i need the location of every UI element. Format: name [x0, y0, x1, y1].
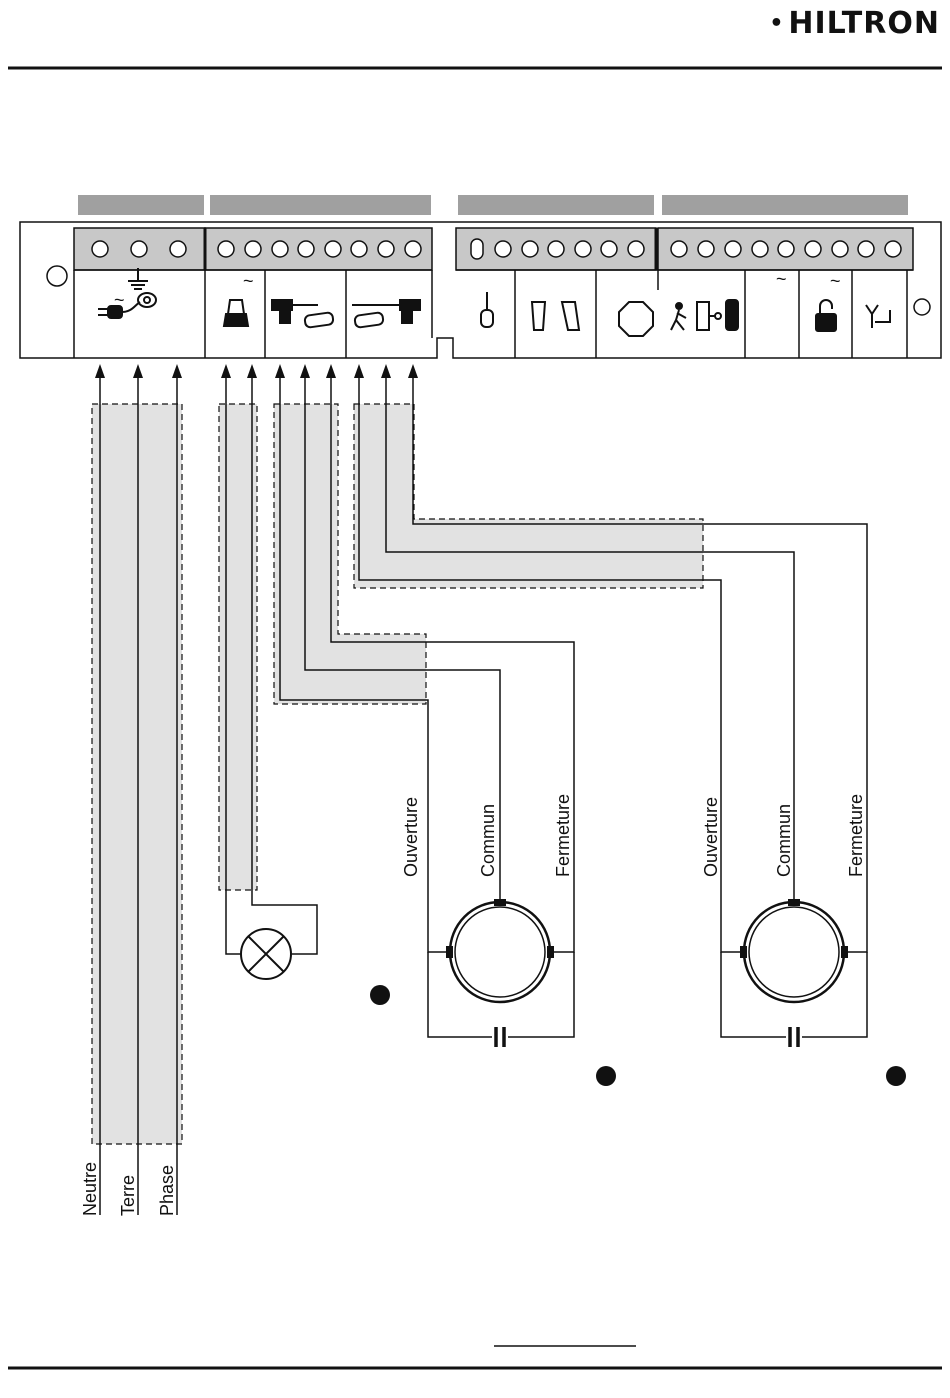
terminal-screw	[170, 241, 186, 257]
electric-lock-icon	[816, 300, 836, 331]
reference-dot	[886, 1066, 906, 1086]
terminal-slot	[471, 239, 483, 259]
bundle-power	[92, 404, 182, 1144]
band-outputs	[210, 195, 431, 215]
wire-arrowhead	[133, 364, 143, 378]
ac-mark-24v: ~	[776, 269, 787, 289]
label-m2-open: Ouverture	[701, 797, 721, 877]
wire-arrowhead	[95, 364, 105, 378]
terminal-screw	[298, 241, 314, 257]
wire-m2-common	[386, 368, 794, 900]
terminal-icons	[98, 268, 890, 336]
terminal-screw	[885, 241, 901, 257]
wire-arrowhead	[381, 364, 391, 378]
section-bands	[78, 195, 908, 215]
terminal-screw	[858, 241, 874, 257]
terminal-screw	[325, 241, 341, 257]
motor-1-icon	[272, 300, 334, 328]
label-m1-open: Ouverture	[401, 797, 421, 877]
band-power	[78, 195, 204, 215]
terminal-screw	[522, 241, 538, 257]
label-m1-close: Fermeture	[553, 794, 573, 877]
terminal-screw	[628, 241, 644, 257]
stop-icon	[619, 302, 653, 336]
antenna-icon	[866, 305, 890, 328]
terminal-strip-outputs	[205, 228, 432, 270]
terminal-screw	[92, 241, 108, 257]
terminal-screw	[272, 241, 288, 257]
terminal-screw	[245, 241, 261, 257]
ac-mark-lock: ~	[830, 271, 841, 291]
capacitor-icon	[786, 1027, 802, 1047]
reference-dot	[596, 1066, 616, 1086]
wire-arrowhead	[354, 364, 364, 378]
capacitor-icon	[492, 1027, 508, 1047]
terminal-screw	[778, 241, 794, 257]
label-earth: Terre	[118, 1175, 138, 1216]
flashing-lamp-icon	[224, 300, 248, 326]
reference-dot	[370, 985, 390, 1005]
power-plug-icon	[98, 293, 156, 318]
motor-winding-icon	[740, 899, 848, 1002]
wire-arrowhead	[408, 364, 418, 378]
terminal-screw	[601, 241, 617, 257]
photocell-icon	[532, 302, 579, 330]
terminal-screw	[671, 241, 687, 257]
terminal-screw	[548, 241, 564, 257]
terminal-screw	[725, 241, 741, 257]
label-phase: Phase	[157, 1165, 177, 1216]
pedestrian-icon	[671, 303, 686, 330]
terminal-screw	[218, 241, 234, 257]
wire-arrowheads	[95, 364, 418, 378]
ac-mark-supply: ~	[114, 290, 125, 310]
terminal-screw	[575, 241, 591, 257]
terminal-screw	[698, 241, 714, 257]
label-neutral: Neutre	[80, 1162, 100, 1216]
mounting-hole-left	[47, 266, 67, 286]
terminal-screw	[805, 241, 821, 257]
terminal-screw	[832, 241, 848, 257]
earth-ground-icon	[128, 268, 148, 289]
label-m1-common: Commun	[478, 804, 498, 877]
wire-arrowhead	[300, 364, 310, 378]
wire-arrowhead	[247, 364, 257, 378]
aerial-icon	[481, 292, 493, 327]
wire-arrowhead	[326, 364, 336, 378]
wire-arrowhead	[221, 364, 231, 378]
ac-mark-flasher: ~	[243, 271, 254, 291]
lamp-icon	[241, 929, 291, 979]
label-m2-close: Fermeture	[846, 794, 866, 877]
label-m2-common: Commun	[774, 804, 794, 877]
mounting-hole-right	[914, 299, 930, 315]
terminal-screw	[405, 241, 421, 257]
terminal-screw	[351, 241, 367, 257]
bundle-motor-2	[354, 404, 703, 588]
terminal-screw	[131, 241, 147, 257]
band-safety	[458, 195, 654, 215]
terminal-screw	[378, 241, 394, 257]
motor-2-icon	[352, 300, 420, 328]
wire-arrowhead	[172, 364, 182, 378]
motor-winding-icon	[446, 899, 554, 1002]
terminal-screw	[752, 241, 768, 257]
terminal-screw	[495, 241, 511, 257]
wire-bundles	[92, 404, 703, 1144]
band-commands	[662, 195, 908, 215]
key-selector-icon	[697, 300, 738, 330]
wire-arrowhead	[275, 364, 285, 378]
wires	[100, 368, 867, 1215]
